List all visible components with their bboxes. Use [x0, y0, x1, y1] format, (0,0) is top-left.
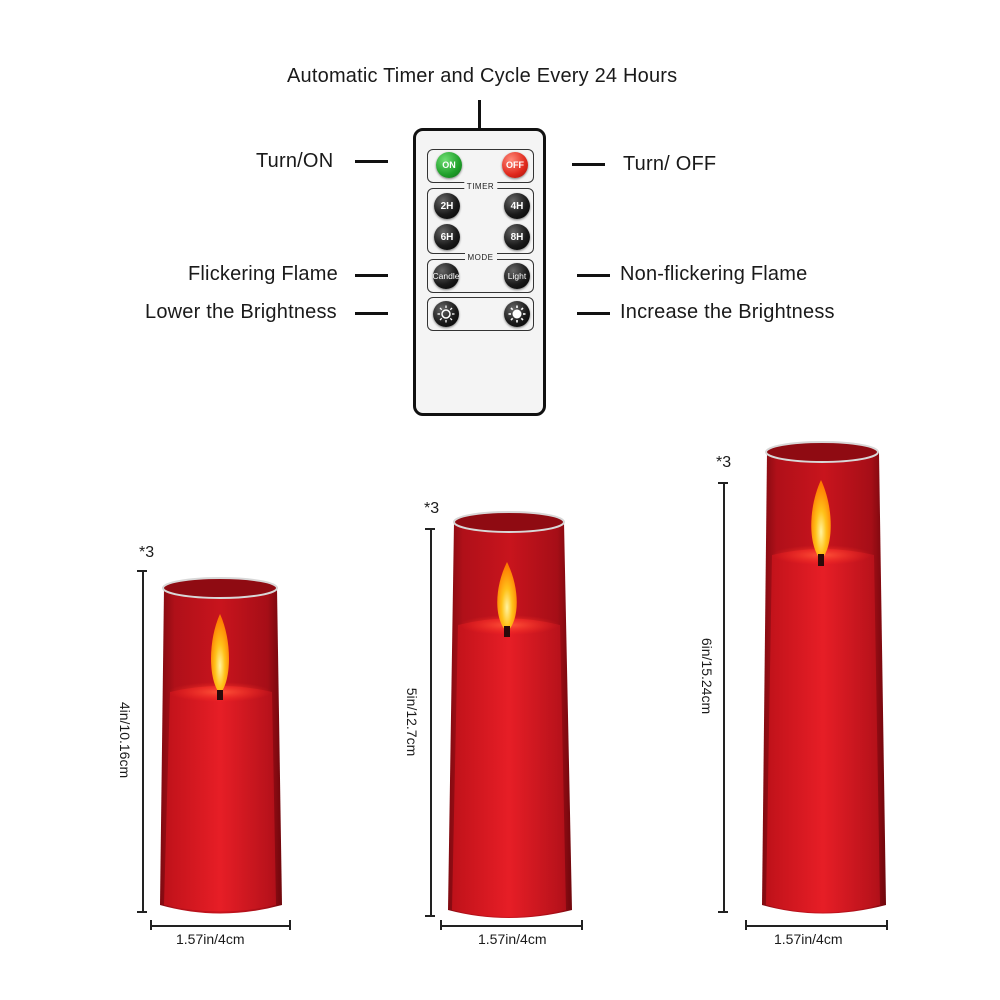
tick — [886, 920, 888, 930]
tick — [425, 915, 435, 917]
candle-small-count: *3 — [139, 544, 155, 561]
tick — [745, 920, 747, 930]
brightness-down-button[interactable] — [433, 301, 459, 327]
timer-group: TIMER 2H 4H 6H 8H — [427, 182, 534, 254]
lower-brightness-pointer — [355, 312, 388, 315]
candle-medium-height-label: 5in/12.7cm — [404, 687, 420, 757]
tick — [137, 911, 147, 913]
light-mode-button[interactable]: Light — [504, 263, 530, 289]
mode-group-title: MODE — [464, 253, 497, 262]
on-button[interactable]: ON — [436, 152, 462, 178]
candle-small-height-line — [142, 570, 144, 912]
timer-group-title: TIMER — [463, 182, 498, 191]
increase-brightness-pointer — [577, 312, 610, 315]
tick — [150, 920, 152, 930]
candle-small-height-label: 4in/10.16cm — [117, 701, 133, 779]
candle-small-width-line — [150, 925, 290, 927]
candle-medium-height-line — [430, 528, 432, 916]
tick — [581, 920, 583, 930]
flickering-pointer — [355, 274, 388, 277]
tick — [718, 911, 728, 913]
candle-medium-count: *3 — [424, 500, 440, 517]
candle-large-width-line — [745, 925, 887, 927]
candle-large-height-line — [723, 482, 725, 912]
turn-on-label: Turn/ON — [256, 150, 334, 172]
remote-control: ON OFF TIMER 2H 4H 6H 8H MODE Candle Lig… — [413, 128, 546, 416]
candle-medium-width-label: 1.57in/4cm — [478, 931, 547, 947]
candle-small-width-label: 1.57in/4cm — [176, 931, 245, 947]
tick — [425, 528, 435, 530]
timer-8h-button[interactable]: 8H — [504, 224, 530, 250]
timer-2h-button[interactable]: 2H — [434, 193, 460, 219]
candle-medium-width-line — [440, 925, 582, 927]
lower-brightness-label: Lower the Brightness — [145, 301, 337, 323]
non-flickering-pointer — [577, 274, 610, 277]
increase-brightness-label: Increase the Brightness — [620, 301, 835, 323]
tick — [137, 570, 147, 572]
dim-sun-icon — [437, 305, 455, 323]
flame-icon — [211, 614, 229, 694]
timer-heading: Automatic Timer and Cycle Every 24 Hours — [287, 65, 678, 87]
turn-off-label: Turn/ OFF — [623, 153, 717, 175]
turn-off-pointer — [572, 163, 605, 166]
candle-small — [160, 577, 282, 914]
timer-6h-button[interactable]: 6H — [434, 224, 460, 250]
candle-large-count: *3 — [716, 454, 732, 471]
candle-large-height-label: 6in/15.24cm — [699, 637, 715, 715]
candle-large — [762, 441, 886, 914]
candle-large-width-label: 1.57in/4cm — [774, 931, 843, 947]
off-button[interactable]: OFF — [502, 152, 528, 178]
turn-on-pointer — [355, 160, 388, 163]
tick — [289, 920, 291, 930]
non-flickering-label: Non-flickering Flame — [620, 263, 808, 285]
candle-medium — [448, 511, 572, 918]
flickering-label: Flickering Flame — [188, 263, 338, 285]
brightness-up-button[interactable] — [504, 301, 530, 327]
candle-mode-button[interactable]: Candle — [433, 263, 459, 289]
timer-4h-button[interactable]: 4H — [504, 193, 530, 219]
flame-icon — [811, 480, 831, 560]
tick — [718, 482, 728, 484]
bright-sun-icon — [508, 305, 526, 323]
mode-group: MODE Candle Light — [427, 253, 534, 293]
power-group: ON OFF — [427, 149, 534, 183]
flame-icon — [497, 562, 517, 632]
tick — [440, 920, 442, 930]
brightness-group — [427, 297, 534, 331]
